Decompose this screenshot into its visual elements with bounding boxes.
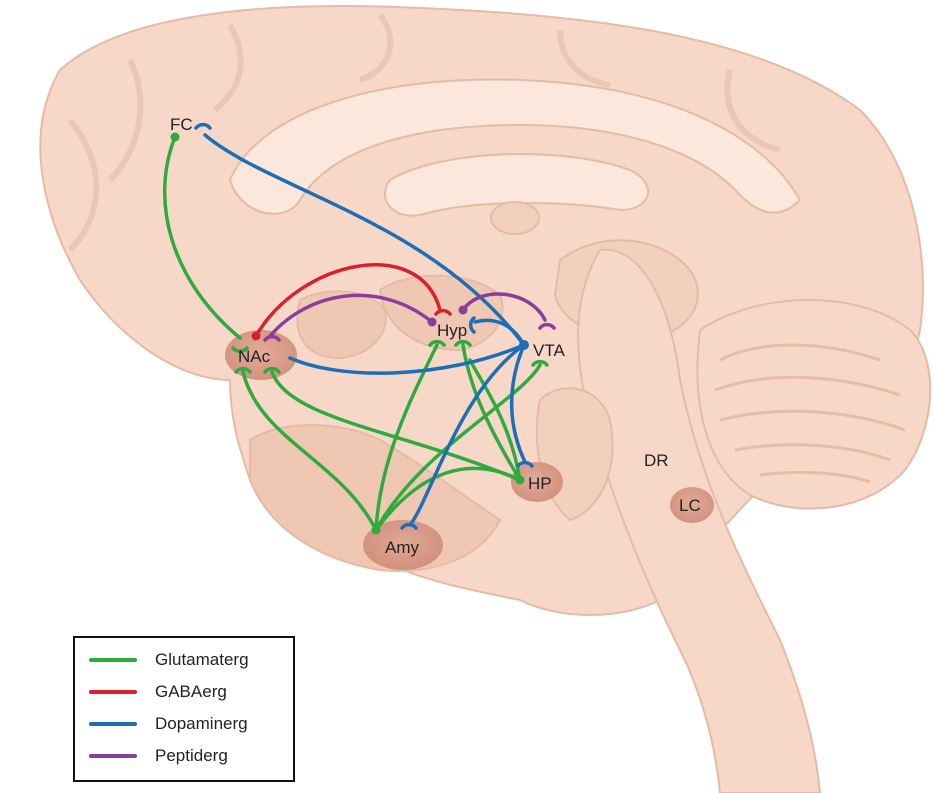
legend-swatch (89, 658, 137, 662)
legend-swatch (89, 754, 137, 758)
legend: Glutamaterg GABAerg Dopaminerg Peptiderg (73, 636, 295, 782)
origin-hp-glu (516, 476, 525, 485)
origin-vta-da (519, 340, 529, 350)
legend-swatch (89, 690, 137, 694)
label-dr: DR (644, 451, 669, 470)
legend-item-gabaerg: GABAerg (89, 680, 227, 704)
anterior-commissure (491, 202, 539, 234)
origin-nac-gaba (252, 332, 261, 341)
legend-swatch (89, 722, 137, 726)
label-hyp: Hyp (437, 321, 467, 340)
origin-hyp-pep (428, 318, 437, 327)
label-amy: Amy (385, 538, 420, 557)
cerebellum (697, 300, 930, 509)
legend-label: Peptiderg (155, 746, 228, 766)
origin-hyp-pep2 (459, 306, 468, 315)
legend-item-peptiderg: Peptiderg (89, 744, 228, 768)
legend-label: Glutamaterg (155, 650, 249, 670)
legend-label: GABAerg (155, 682, 227, 702)
label-vta: VTA (533, 341, 565, 360)
legend-item-dopaminerg: Dopaminerg (89, 712, 248, 736)
label-lc: LC (679, 496, 701, 515)
label-hp: HP (528, 474, 552, 493)
label-nac: NAc (238, 347, 271, 366)
legend-item-glutamaterg: Glutamaterg (89, 648, 249, 672)
legend-label: Dopaminerg (155, 714, 248, 734)
origin-amy-glu (372, 526, 381, 535)
label-fc: FC (170, 115, 193, 134)
